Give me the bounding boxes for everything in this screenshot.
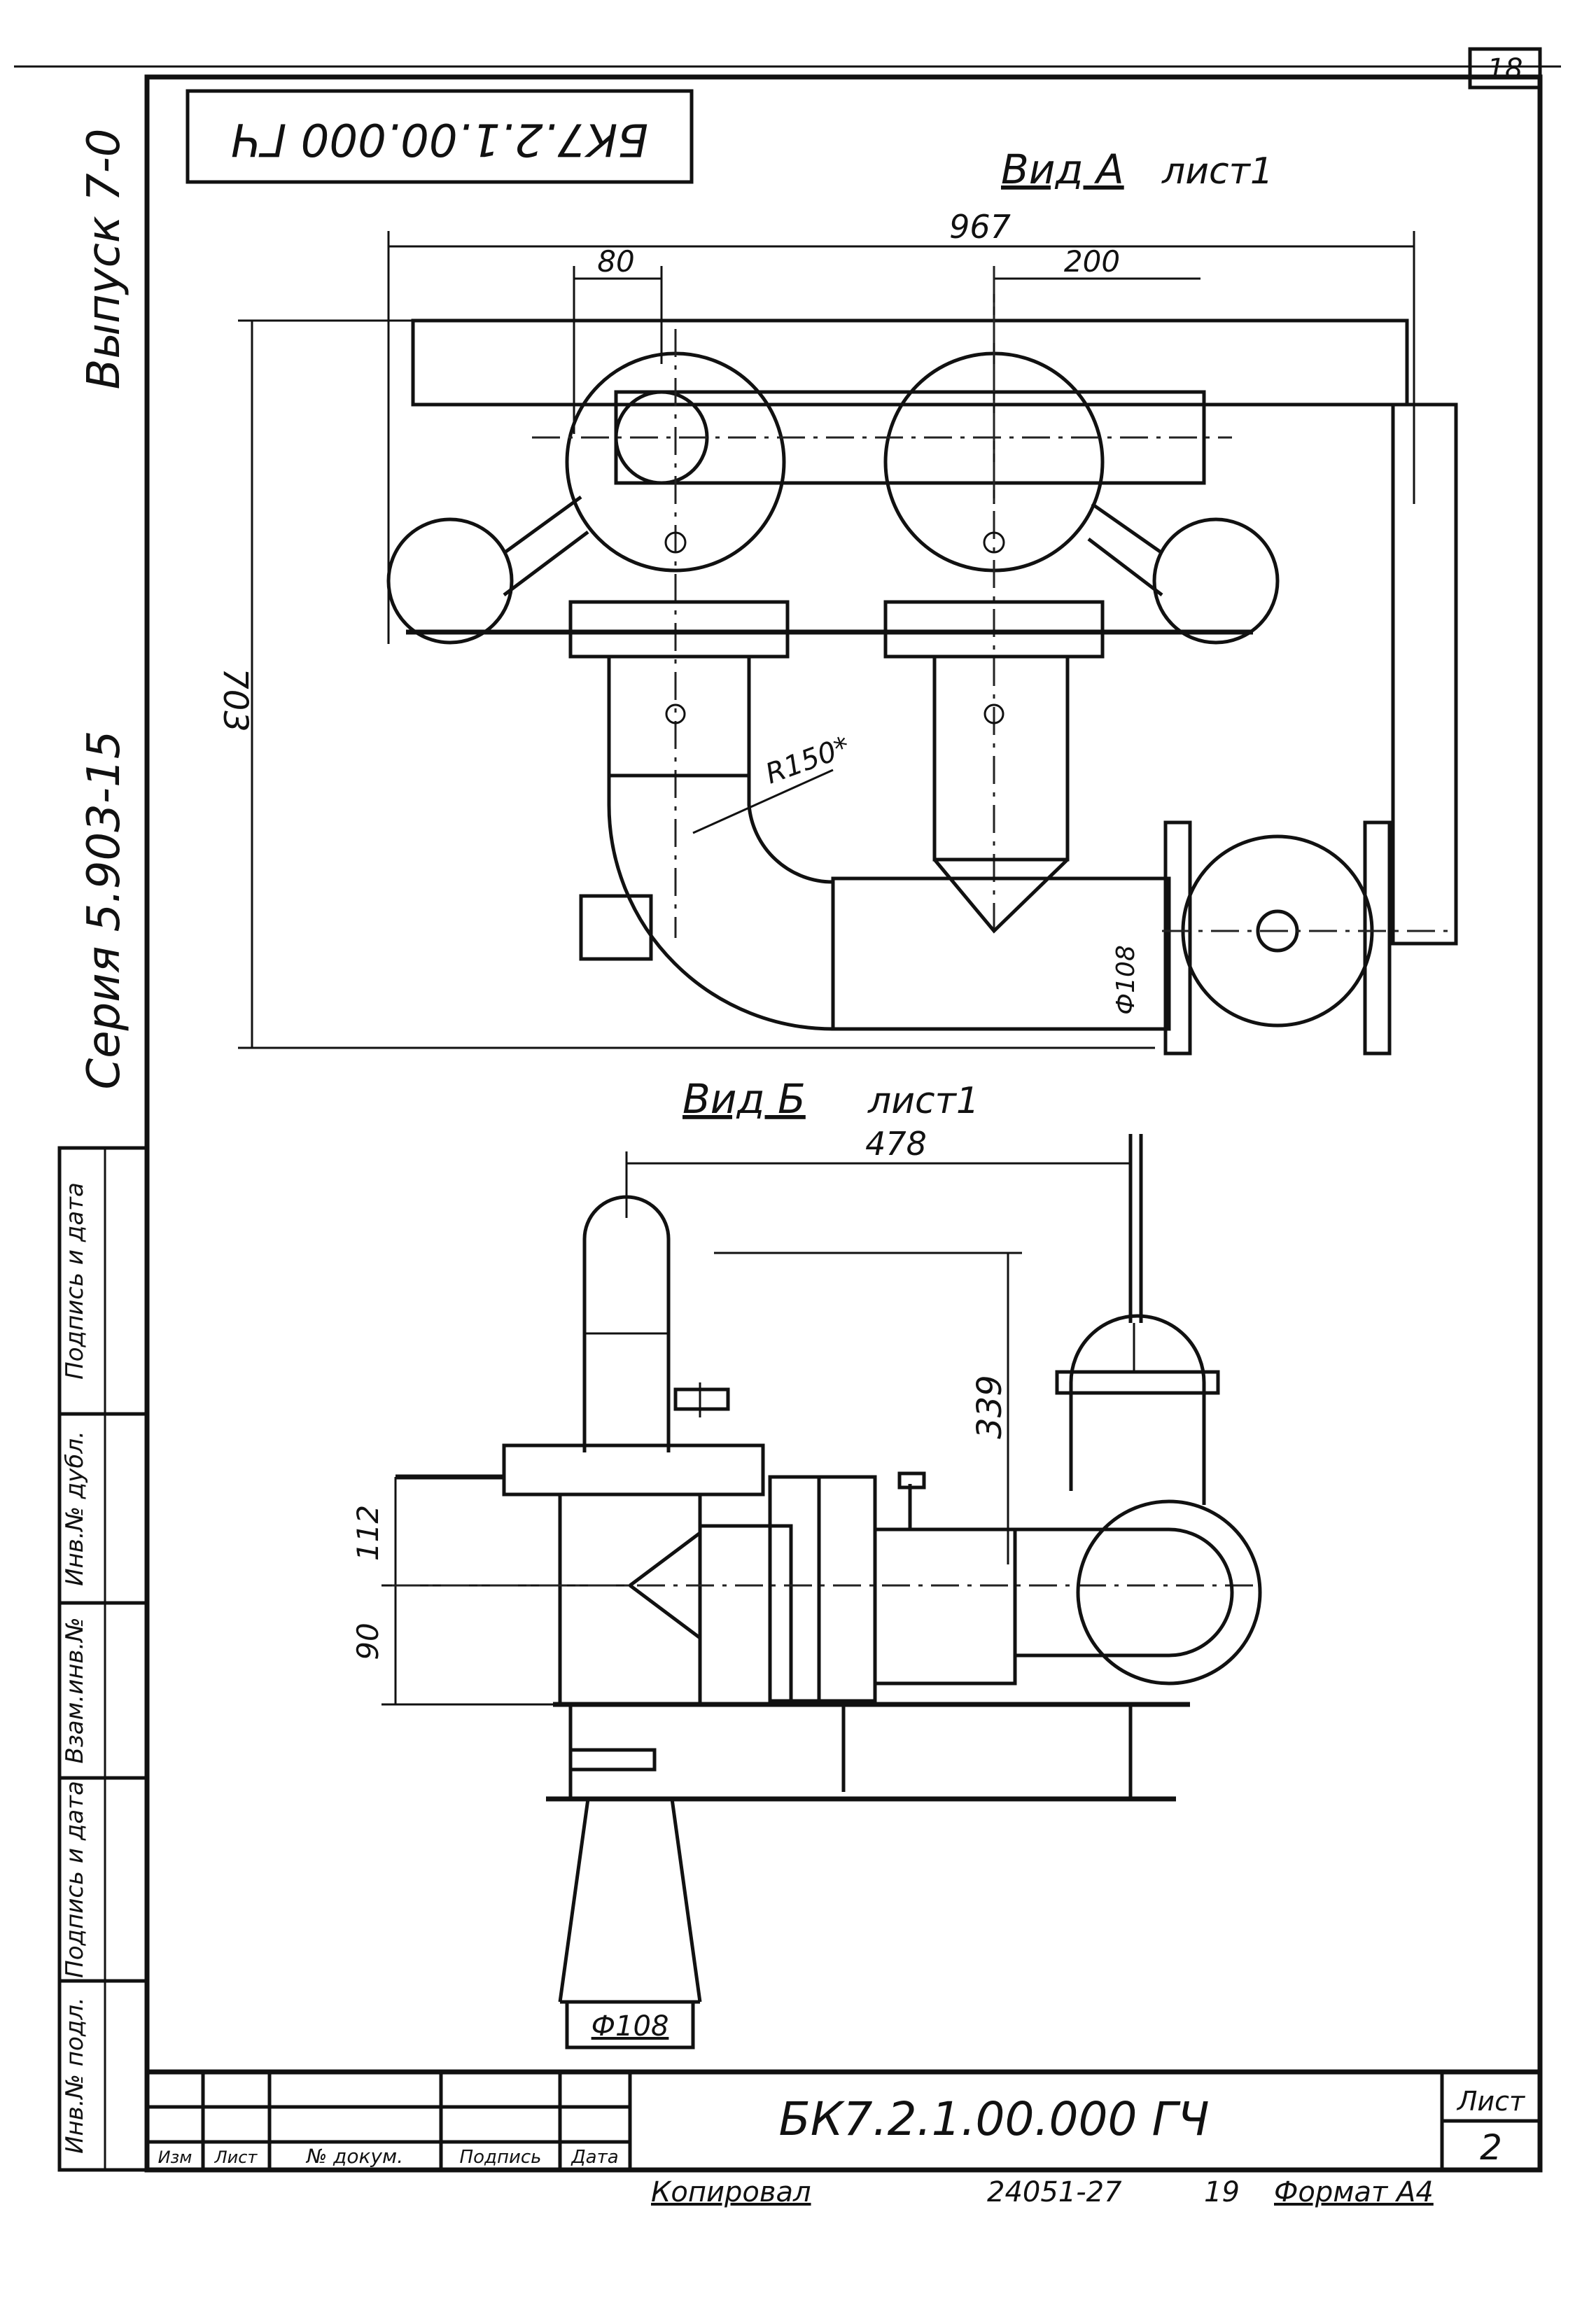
stamp-cell-5: Подпись и дата: [61, 1182, 89, 1380]
right-vertical-pipe: [1391, 402, 1458, 946]
dim-112: 112: [351, 1505, 385, 1561]
footer: Копировал 24051-27 19 Формат А4: [651, 2176, 1434, 2208]
view-b-sheet-ref: лист1: [867, 1080, 979, 1122]
tb-sheet-number: 2: [1480, 2127, 1502, 2168]
tb-sheet-label: Лист: [1456, 2086, 1526, 2117]
dim-diameter-108-a: Ф108: [1112, 945, 1140, 1015]
view-b-right-dome: [1069, 1314, 1206, 1505]
top-right-number-box: 18: [1468, 47, 1542, 90]
dim-478: 478: [865, 1125, 927, 1163]
dim-80: 80: [597, 244, 634, 279]
top-right-number: 18: [1488, 53, 1523, 85]
tb-col-sign: Подпись: [460, 2147, 542, 2168]
dim-90: 90: [351, 1623, 385, 1660]
view-a: Вид А лист1 967 80 200 703: [216, 146, 1458, 1056]
dim-200: 200: [1064, 244, 1120, 279]
title-block: Изм Лист № докум. Подпись Дата БК7.2.1.0…: [144, 2069, 1543, 2173]
tb-col-list: Лист: [214, 2148, 258, 2167]
side-stamp: Подпись и дата Инв.№ дубл. Взам.инв.№ По…: [57, 1146, 149, 2172]
view-b-right-vessel: [1076, 1499, 1262, 1686]
right-small-vessel: [1152, 517, 1280, 645]
dim-967: 967: [949, 208, 1011, 246]
dim-339: 339: [970, 1375, 1009, 1439]
stamp-cell-4: Инв.№ дубл.: [61, 1431, 89, 1586]
view-a-sheet-ref: лист1: [1161, 150, 1273, 192]
tb-col-date: Дата: [570, 2147, 618, 2168]
issue-label: Выпуск 7-0: [78, 129, 130, 390]
footer-format: Формат А4: [1274, 2176, 1434, 2208]
series-label: Серия 5.903-15: [78, 731, 130, 1090]
stamp-cell-1: Инв.№ подл.: [61, 1997, 89, 2154]
view-b: Вид Б лист1 478 339 112 90: [351, 1075, 1262, 2050]
stamp-cell-2: Подпись и дата: [61, 1781, 89, 1978]
view-b-title: Вид Б: [682, 1075, 806, 1123]
dim-diameter-108-b: Ф108: [592, 2010, 669, 2043]
view-b-nozzle: [558, 1798, 702, 2004]
inverted-designation: БК7.2.1.00.000 ГЧ: [231, 113, 648, 164]
top-horizontal-pipe: [411, 318, 1409, 407]
footer-copied-by: Копировал: [651, 2176, 811, 2208]
left-flange: [568, 600, 790, 659]
footer-copies: 19: [1204, 2176, 1240, 2208]
dim-703: 703: [216, 668, 255, 732]
pipe-bend: [607, 776, 840, 1031]
stamp-cell-3: Взам.инв.№: [61, 1617, 89, 1763]
view-a-title: Вид А: [1001, 146, 1124, 193]
tb-col-doc: № докум.: [305, 2145, 403, 2168]
left-tall-vessel: [582, 1195, 671, 1452]
tb-designation: БК7.2.1.00.000 ГЧ: [779, 2092, 1210, 2146]
inverted-designation-box: БК7.2.1.00.000 ГЧ: [186, 89, 694, 184]
left-small-vessel: [386, 517, 514, 645]
tb-col-izm: Изм: [158, 2148, 192, 2167]
footer-order: 24051-27: [987, 2176, 1122, 2208]
view-b-left-flange: [502, 1443, 765, 1497]
